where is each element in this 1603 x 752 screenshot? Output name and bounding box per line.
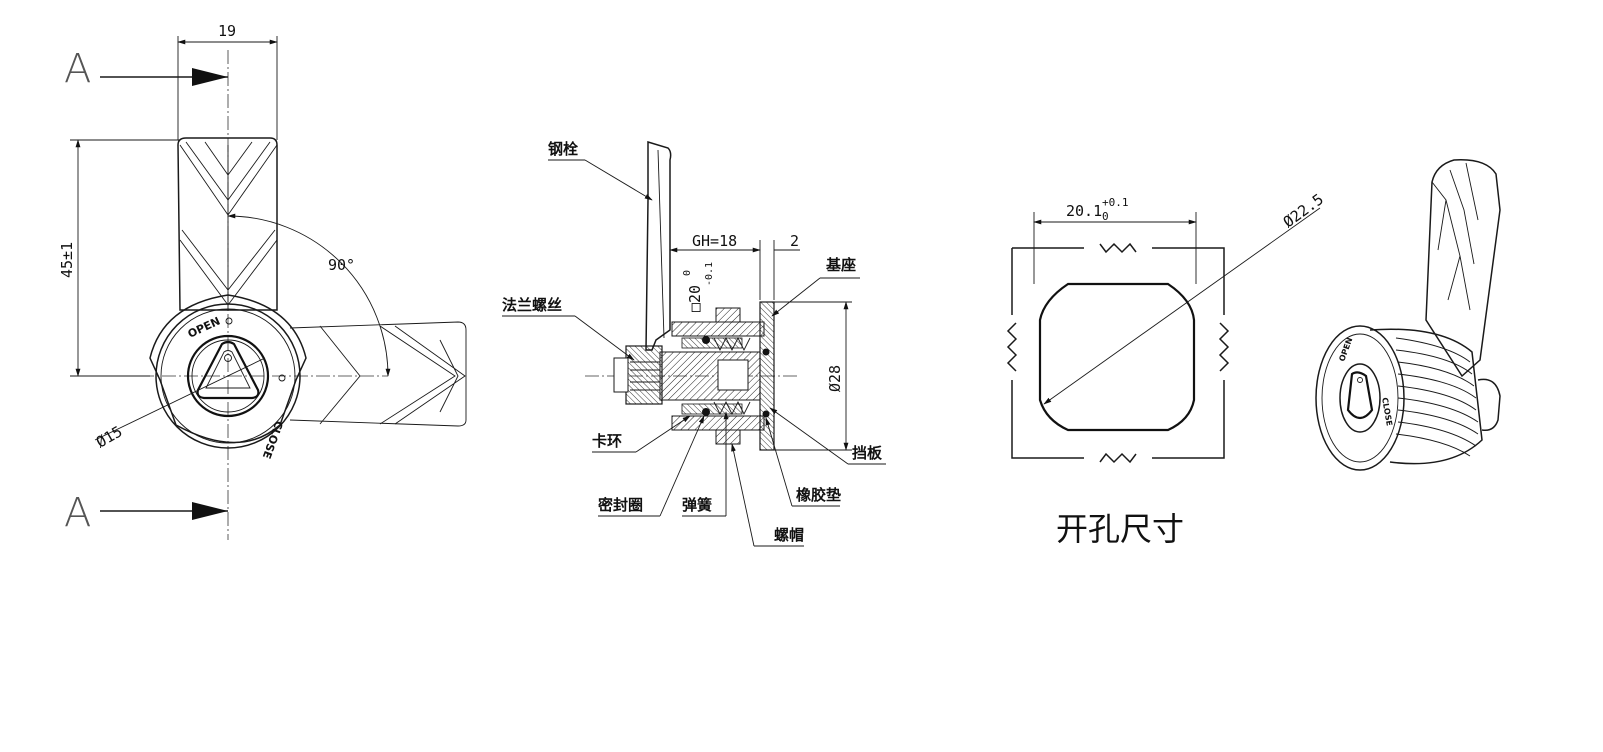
cutout-diag-text: Ø22.5 xyxy=(1280,190,1327,231)
nut-bottom xyxy=(715,429,741,445)
spring-bottom xyxy=(713,400,751,416)
lock-face-outer xyxy=(155,303,301,449)
triangle-key xyxy=(196,340,260,400)
flange-base xyxy=(759,301,775,451)
dim-square-tol-lower: -0.1 xyxy=(704,262,715,286)
dim-diameter-text: Ø15 xyxy=(93,422,125,451)
seal-ring-bottom xyxy=(702,408,710,416)
dim-width-text: 19 xyxy=(218,22,236,40)
dim-height-text: 45±1 xyxy=(58,242,76,278)
label-rubber-pad: 橡胶垫 xyxy=(796,486,841,504)
label-base: 基座 xyxy=(825,256,856,274)
handle-facets xyxy=(179,141,278,310)
leader-ring-b xyxy=(635,415,691,453)
screw-tip xyxy=(613,357,629,393)
housing-top-wall xyxy=(671,321,765,337)
screw-threads xyxy=(630,361,660,391)
rubber-dot-top xyxy=(762,348,770,356)
seal-ring-top xyxy=(702,336,710,344)
handle-rotated-facets xyxy=(319,325,466,425)
iso-handle xyxy=(1425,159,1501,378)
label-flange-screw: 法兰螺丝 xyxy=(502,296,562,314)
iso-rear-boss xyxy=(1477,378,1501,432)
dial-close-text: CLOSE xyxy=(260,419,286,461)
rubber-dot-bottom xyxy=(762,410,770,418)
lock-body-hex xyxy=(149,294,307,444)
iso-key-pin xyxy=(1357,377,1363,383)
label-retaining-ring: 卡环 xyxy=(592,432,622,450)
iso-dial-close: CLOSE xyxy=(1380,397,1394,427)
angle-arc xyxy=(227,213,391,377)
iso-dial-open: OPEN xyxy=(1337,336,1354,362)
cutout-hole-shape xyxy=(1038,282,1196,432)
label-seal-ring: 密封圈 xyxy=(598,496,643,514)
dim-diameter-leader xyxy=(94,357,266,441)
leader-rubber-b xyxy=(765,417,793,507)
label-spring: 弹簧 xyxy=(682,496,712,514)
section-view: GH=18 2 □20 0 -0.1 Ø28 钢栓 法兰螺丝 基座 挡板 卡环 … xyxy=(502,140,886,547)
iso-key-recess xyxy=(1339,363,1381,433)
section-handle-edge xyxy=(657,149,665,339)
cutout-tol-lower: 0 xyxy=(1102,210,1109,223)
leader-base-b xyxy=(771,277,821,317)
leader-flange-b xyxy=(574,315,635,361)
handle-vertical xyxy=(177,137,278,311)
leader-steel-pin-b xyxy=(584,159,653,201)
iso-face-outer xyxy=(1315,325,1405,471)
iso-view: OPEN CLOSE xyxy=(1315,159,1501,471)
key-pin xyxy=(224,354,232,362)
cutout-view: 20.1 +0.1 0 Ø22.5 开孔尺寸 xyxy=(1006,190,1327,548)
section-label-bottom: A xyxy=(64,490,91,536)
label-steel-pin: 钢栓 xyxy=(548,140,578,158)
dim-thickness-text: 2 xyxy=(790,232,799,250)
inner-sleeve-top xyxy=(681,337,743,349)
lock-face-inner xyxy=(160,308,296,444)
shaft-cavity xyxy=(717,359,749,391)
iso-body xyxy=(1369,328,1483,465)
label-nut: 螺帽 xyxy=(774,526,804,544)
key-recess-outer xyxy=(186,334,270,418)
angle-text: 90° xyxy=(328,256,355,274)
iso-handle-facets xyxy=(1431,162,1479,311)
leader-baffle-b xyxy=(769,407,849,465)
nut-top xyxy=(715,307,741,323)
triangle-key-inner xyxy=(205,350,251,389)
leader-nut-b xyxy=(731,443,755,547)
dial-close-dot xyxy=(278,374,286,382)
dim-square-text: □20 xyxy=(686,285,704,312)
handle-rotated-outline xyxy=(289,321,467,427)
dim-square-tol-upper: 0 xyxy=(682,270,693,276)
section-label-top: A xyxy=(64,46,91,92)
cutout-outer-frame xyxy=(1006,242,1230,464)
iso-threads xyxy=(1395,337,1479,457)
iso-triangle-key xyxy=(1346,371,1374,420)
cutout-title: 开孔尺寸 xyxy=(1056,510,1184,548)
iso-face-inner xyxy=(1321,333,1399,463)
leader-seal-b xyxy=(659,415,705,517)
section-arrowhead-top xyxy=(192,68,228,86)
dial-open-dot xyxy=(225,317,233,325)
dim-gh-text: GH=18 xyxy=(692,232,737,250)
cutout-tol-upper: +0.1 xyxy=(1102,196,1129,209)
cutout-dim-width: 20.1 xyxy=(1066,202,1102,220)
key-recess-inner xyxy=(191,339,265,413)
cutout-diag-line xyxy=(1043,207,1321,405)
section-arrowhead-bottom xyxy=(192,502,228,520)
spring-top xyxy=(713,336,751,352)
dim-dia-text: Ø28 xyxy=(826,365,844,392)
front-view: A A 19 45±1 90° xyxy=(58,22,467,540)
housing-bottom-wall xyxy=(671,415,765,431)
label-baffle: 挡板 xyxy=(852,444,883,462)
flange-screw-head xyxy=(625,345,663,405)
